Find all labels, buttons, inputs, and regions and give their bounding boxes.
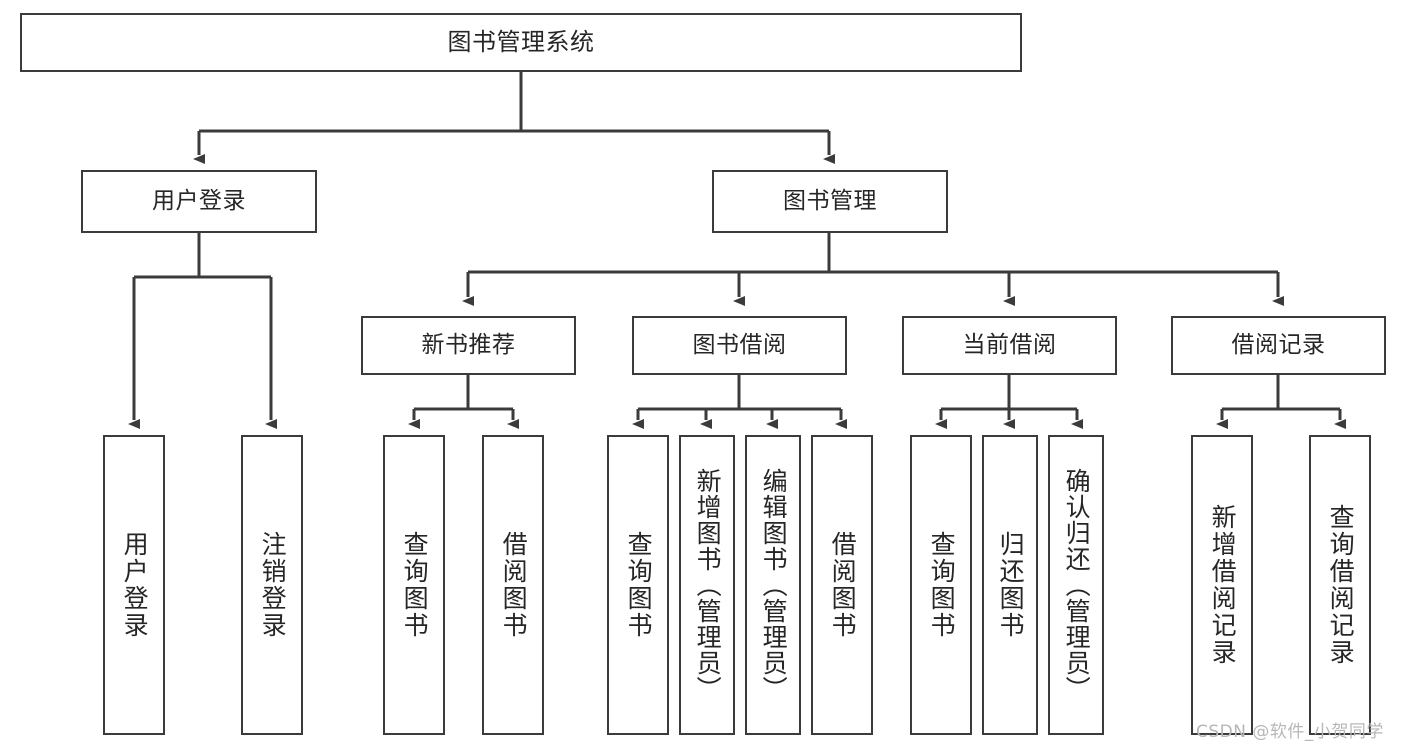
- node-borrow-records-label: 借阅记录: [1231, 331, 1326, 358]
- leaf-borrow-edit-book-label: 编辑图书（管理员）: [759, 468, 789, 702]
- leaf-borrow-add-book[interactable]: 新增图书（管理员）: [679, 435, 735, 735]
- leaf-current-return-book[interactable]: 归还图书: [982, 435, 1038, 735]
- leaf-records-query-record[interactable]: 查询借阅记录: [1309, 435, 1371, 735]
- leaf-new-book-query[interactable]: 查询图书: [383, 435, 445, 735]
- leaf-records-add-record[interactable]: 新增借阅记录: [1191, 435, 1253, 735]
- leaf-current-query-book-label: 查询图书: [927, 531, 957, 639]
- node-root-label: 图书管理系统: [447, 28, 595, 57]
- leaf-borrow-add-book-label: 新增图书（管理员）: [693, 468, 723, 702]
- leaf-current-return-book-label: 归还图书: [996, 531, 1026, 639]
- node-current-borrow[interactable]: 当前借阅: [902, 316, 1117, 375]
- leaf-current-confirm-return[interactable]: 确认归还（管理员）: [1048, 435, 1104, 735]
- leaf-borrow-query-book[interactable]: 查询图书: [607, 435, 669, 735]
- node-new-book-recommend-label: 新书推荐: [421, 331, 516, 358]
- node-book-borrow-label: 图书借阅: [692, 331, 787, 358]
- leaf-user-login-signout[interactable]: 注销登录: [241, 435, 303, 735]
- node-book-management-label: 图书管理: [783, 187, 877, 214]
- leaf-borrow-query-book-label: 查询图书: [624, 531, 654, 639]
- leaf-new-book-borrow-label: 借阅图书: [499, 531, 529, 639]
- leaf-new-book-query-label: 查询图书: [400, 531, 430, 639]
- node-book-management[interactable]: 图书管理: [712, 170, 948, 233]
- leaf-borrow-borrow-book-label: 借阅图书: [828, 531, 858, 639]
- node-user-login-label: 用户登录: [152, 187, 246, 214]
- node-root[interactable]: 图书管理系统: [20, 13, 1022, 72]
- node-new-book-recommend[interactable]: 新书推荐: [361, 316, 576, 375]
- leaf-current-query-book[interactable]: 查询图书: [910, 435, 972, 735]
- leaf-records-add-record-label: 新增借阅记录: [1208, 504, 1238, 666]
- csdn-watermark: CSDN @软件_小贺同学: [1196, 722, 1384, 742]
- node-book-borrow[interactable]: 图书借阅: [632, 316, 847, 375]
- leaf-new-book-borrow[interactable]: 借阅图书: [482, 435, 544, 735]
- node-borrow-records[interactable]: 借阅记录: [1171, 316, 1386, 375]
- leaf-records-query-record-label: 查询借阅记录: [1326, 504, 1356, 666]
- leaf-user-login-signout-label: 注销登录: [258, 531, 288, 639]
- leaf-borrow-borrow-book[interactable]: 借阅图书: [811, 435, 873, 735]
- leaf-borrow-edit-book[interactable]: 编辑图书（管理员）: [745, 435, 801, 735]
- leaf-current-confirm-return-label: 确认归还（管理员）: [1062, 468, 1092, 702]
- leaf-user-login-signin-label: 用户登录: [120, 531, 150, 639]
- leaf-user-login-signin[interactable]: 用户登录: [103, 435, 165, 735]
- node-current-borrow-label: 当前借阅: [962, 331, 1057, 358]
- node-user-login[interactable]: 用户登录: [81, 170, 317, 233]
